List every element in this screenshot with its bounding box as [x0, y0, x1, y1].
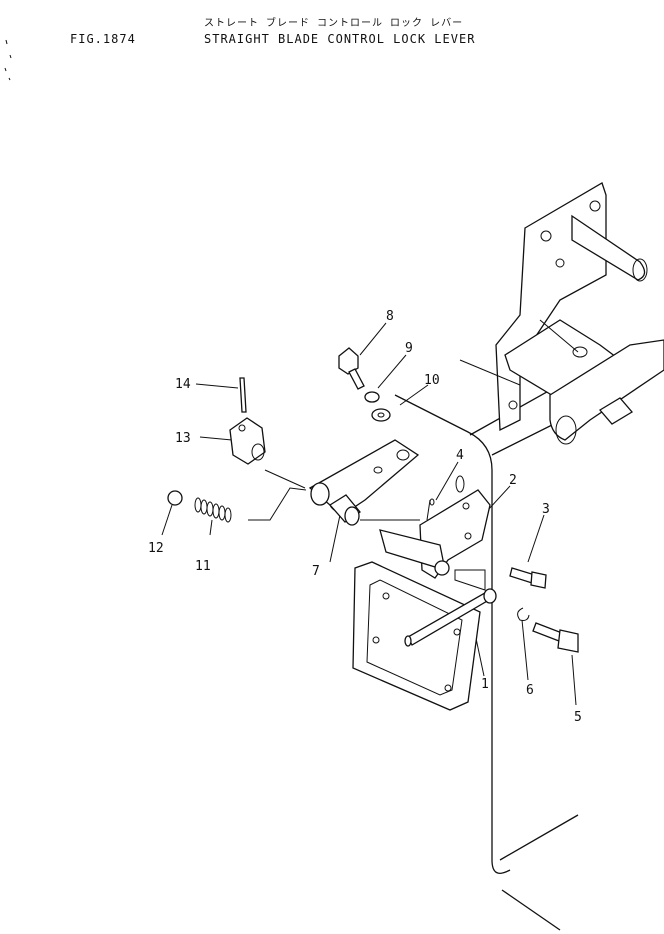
part-1-lever-rod [404, 588, 497, 647]
callout-3: 3 [542, 502, 550, 517]
callout-5: 5 [574, 710, 582, 725]
callout-14: 14 [175, 377, 191, 392]
callout-11: 11 [195, 559, 211, 574]
callout-numbers: 1 2 3 4 5 6 7 8 9 10 11 12 13 14 [148, 309, 582, 725]
part-4-cotter-pin [426, 498, 435, 521]
part-13-block [229, 417, 266, 465]
callout-4: 4 [456, 448, 464, 463]
callout-10: 10 [424, 373, 440, 388]
leader-lines [161, 322, 577, 706]
callout-13: 13 [175, 431, 191, 446]
part-14-pin [239, 377, 247, 413]
figure-number: FIG.1874 [70, 32, 136, 46]
part-7-lock-lever [248, 439, 420, 526]
part-3-bolt [509, 567, 547, 589]
part-9-lock-washer [364, 391, 380, 403]
part-10-washer [371, 408, 391, 422]
callout-6: 6 [526, 683, 534, 698]
callout-8: 8 [386, 309, 394, 324]
title-english: STRAIGHT BLADE CONTROL LOCK LEVER [204, 32, 476, 46]
callout-7: 7 [312, 564, 320, 579]
title-japanese: ストレート ブレード コントロール ロック レバー [204, 18, 464, 29]
part-11-spring [194, 497, 232, 523]
part-8-bolt [338, 347, 365, 390]
scan-specks [4, 39, 12, 81]
callout-2: 2 [509, 473, 517, 488]
callout-12: 12 [148, 541, 164, 556]
callout-1: 1 [481, 677, 489, 692]
upper-mounting-bracket [459, 182, 664, 445]
part-6-snap-ring [517, 607, 530, 621]
part-2-bracket [379, 475, 491, 591]
part-12-ball [167, 490, 183, 506]
callout-9: 9 [405, 341, 413, 356]
part-5-bolt [532, 622, 579, 653]
